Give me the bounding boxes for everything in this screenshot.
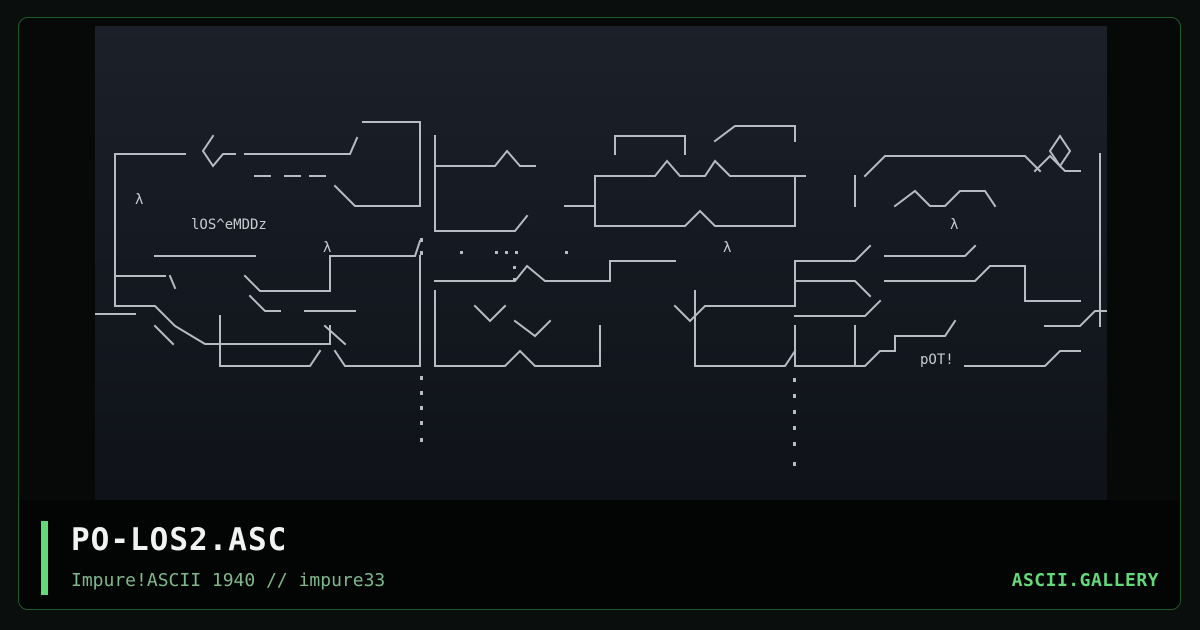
artwork-title: PO-LOS2.ASC (71, 522, 288, 558)
artwork-credit: Impure!ASCII 1940 // impure33 (71, 570, 386, 591)
ascii-tag-text: lOS^eMDDz (191, 217, 267, 233)
ascii-artwork-preview[interactable]: λ lOS^eMDDz λ λ λ pOT! (95, 26, 1107, 501)
gallery-card: λ lOS^eMDDz λ λ λ pOT! PO-LOS2.ASC Impur… (18, 17, 1181, 610)
dotted-center (460, 251, 568, 281)
dotted-column-left (420, 238, 423, 442)
site-brand-link[interactable]: ASCII.GALLERY (1011, 570, 1159, 591)
ascii-glyph: λ (950, 217, 958, 233)
accent-bar (41, 521, 48, 595)
dotted-column-right (793, 378, 796, 466)
ascii-glyph: λ (723, 240, 731, 256)
ascii-art-svg: λ lOS^eMDDz λ λ λ pOT! (95, 121, 1107, 466)
ascii-glyph: λ (135, 192, 143, 208)
card-footer: PO-LOS2.ASC Impure!ASCII 1940 // impure3… (19, 500, 1180, 609)
ascii-tag-text: pOT! (920, 352, 954, 368)
ascii-glyph: λ (323, 240, 331, 256)
